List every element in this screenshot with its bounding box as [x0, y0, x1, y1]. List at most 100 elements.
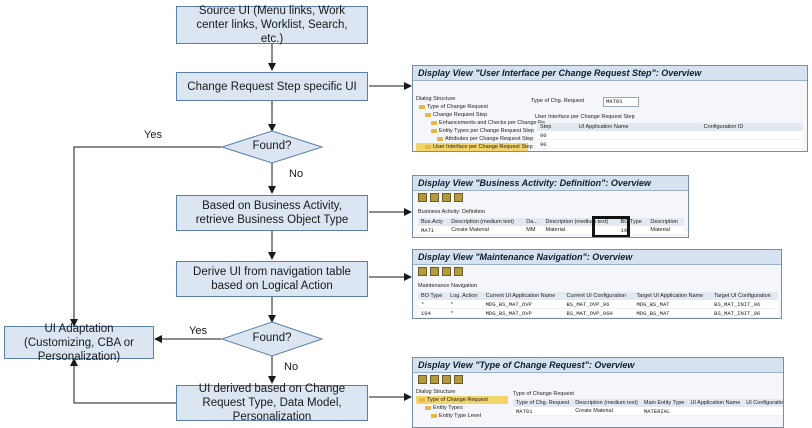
source-ui-box: Source UI (Menu links, Work center links… — [176, 5, 368, 45]
table-cell: 90 — [537, 139, 576, 149]
folder-icon — [425, 405, 431, 410]
folder-icon — [419, 397, 425, 402]
table-cell — [687, 407, 744, 416]
table-cell — [743, 407, 783, 416]
shot2-title: Display View "Business Activity: Definit… — [413, 176, 688, 191]
folder-icon — [425, 112, 431, 117]
table-cell: MDG_BS_MAT_OVP — [482, 308, 564, 318]
folder-icon — [431, 413, 437, 418]
shot-type-of-change-request: Display View "Type of Change Request": O… — [412, 357, 784, 428]
table-cell: BS_MAT_OVP_06 — [563, 300, 634, 309]
folder-icon — [431, 128, 437, 133]
column-header: Description — [647, 218, 684, 226]
shot1-tree-item-selected[interactable]: User Interface per Change Request Step — [433, 144, 533, 150]
shot1-tree-item[interactable]: Type of Change Request — [427, 104, 488, 110]
shot1-tree-item[interactable]: Change Request Step — [433, 112, 488, 118]
shot1-title: Display View "User Interface per Change … — [413, 66, 807, 81]
column-header: Target UI Application Name — [633, 292, 712, 300]
shot4-section: Type of Change Request — [513, 391, 574, 397]
table-cell: MDG_BS_MAT — [633, 300, 712, 309]
found-label-1: Found? — [252, 140, 292, 152]
toolbar-icon[interactable] — [442, 267, 451, 276]
shot1-tree-item[interactable]: Entity Types per Change Request Step — [439, 128, 534, 134]
business-activity-box: Based on Business Activity, retrieve Bus… — [176, 195, 368, 231]
column-header: UI Application Name — [575, 123, 701, 131]
toolbar-icon[interactable] — [430, 193, 439, 202]
yes-label-1: Yes — [144, 129, 162, 141]
table-cell: 91 — [537, 148, 576, 151]
table-cell: Material — [542, 226, 618, 235]
shot4-tree-item[interactable]: Entity Types — [433, 405, 463, 411]
shot4-title: Display View "Type of Change Request": O… — [413, 358, 783, 373]
toolbar-icon[interactable] — [454, 375, 463, 384]
table-cell: 00 — [537, 131, 576, 140]
table-cell: MDG_BS_MAT_OVP — [482, 300, 564, 309]
table-cell: MAT1 — [418, 226, 449, 235]
bo-type-highlight — [592, 216, 630, 237]
toolbar-icon[interactable] — [418, 267, 427, 276]
found-label-2: Found? — [252, 332, 292, 344]
shot1-tree-header: Dialog Structure — [416, 96, 456, 102]
shot3-title: Display View "Maintenance Navigation": O… — [413, 250, 781, 265]
toolbar-icon[interactable] — [430, 267, 439, 276]
shot1-tree-item[interactable]: Attributes per Change Request Step — [445, 136, 534, 142]
column-header: UI Application Name — [687, 399, 744, 407]
shot2-toolbar — [413, 191, 688, 206]
toolbar-icon[interactable] — [418, 193, 427, 202]
table-cell: MDG_BS_MAT — [633, 308, 712, 318]
toolbar-icon[interactable] — [442, 375, 451, 384]
column-header: UI Configuration — [743, 399, 783, 407]
ui-derived-box: UI derived based on Change Request Type,… — [176, 383, 368, 423]
table-cell: MAT01 — [513, 407, 573, 416]
column-header: Da... — [523, 218, 543, 226]
derive-ui-box: Derive UI from navigation table based on… — [176, 261, 368, 297]
column-header: Log. Action — [447, 292, 483, 300]
table-cell: * — [447, 308, 483, 318]
no-label-1: No — [289, 168, 304, 180]
shot1-tree-item[interactable]: Enhancements and Checks per Change Re — [439, 120, 546, 126]
shot4-tree-item[interactable]: Entity Type Level — [439, 413, 481, 419]
table-row[interactable]: 90 — [537, 139, 803, 149]
table-row[interactable]: 91 — [537, 148, 803, 151]
shot-user-interface-per-step: Display View "User Interface per Change … — [412, 65, 808, 152]
column-header: BO Type — [418, 292, 448, 300]
folder-icon — [437, 136, 443, 141]
change-request-step-box: Change Request Step specific UI — [176, 72, 368, 101]
shot1-table-title: User Interface per Change Request Step — [535, 114, 635, 120]
shot4-toolbar — [413, 373, 783, 388]
shot2-section: Business Activity: Definition — [418, 209, 485, 215]
toolbar-icon[interactable] — [454, 193, 463, 202]
table-cell: Create Material — [448, 226, 524, 235]
table-cell: * — [447, 300, 483, 309]
toolbar-icon[interactable] — [442, 193, 451, 202]
column-header: Configuration ID — [700, 123, 803, 131]
shot1-field-value[interactable]: MAT01 — [603, 97, 639, 107]
column-header: Current UI Application Name — [482, 292, 564, 300]
table-row[interactable]: 00 — [537, 131, 803, 140]
shot-maintenance-navigation: Display View "Maintenance Navigation": O… — [412, 249, 782, 319]
toolbar-icon[interactable] — [430, 375, 439, 384]
column-header: Description (medium text) — [542, 218, 618, 226]
ui-adaptation-box: UI Adaptation (Customizing, CBA or Perso… — [4, 323, 154, 363]
yes-label-2: Yes — [189, 325, 207, 337]
shot1-field-label: Type of Chg. Request — [531, 98, 585, 104]
column-header: Type of Chg. Request — [513, 399, 573, 407]
shot4-tree-item-selected[interactable]: Type of Change Request — [427, 397, 488, 403]
toolbar-icon[interactable] — [418, 375, 427, 384]
folder-icon — [431, 120, 437, 125]
toolbar-icon[interactable] — [454, 267, 463, 276]
folder-icon — [419, 104, 425, 109]
table-cell: BS_MAT_INIT_06 — [711, 308, 778, 318]
column-header: Step — [537, 123, 576, 131]
table-cell: Create Material — [572, 407, 641, 416]
column-header: Description (medium text) — [448, 218, 524, 226]
table-cell: 194 — [418, 308, 448, 318]
